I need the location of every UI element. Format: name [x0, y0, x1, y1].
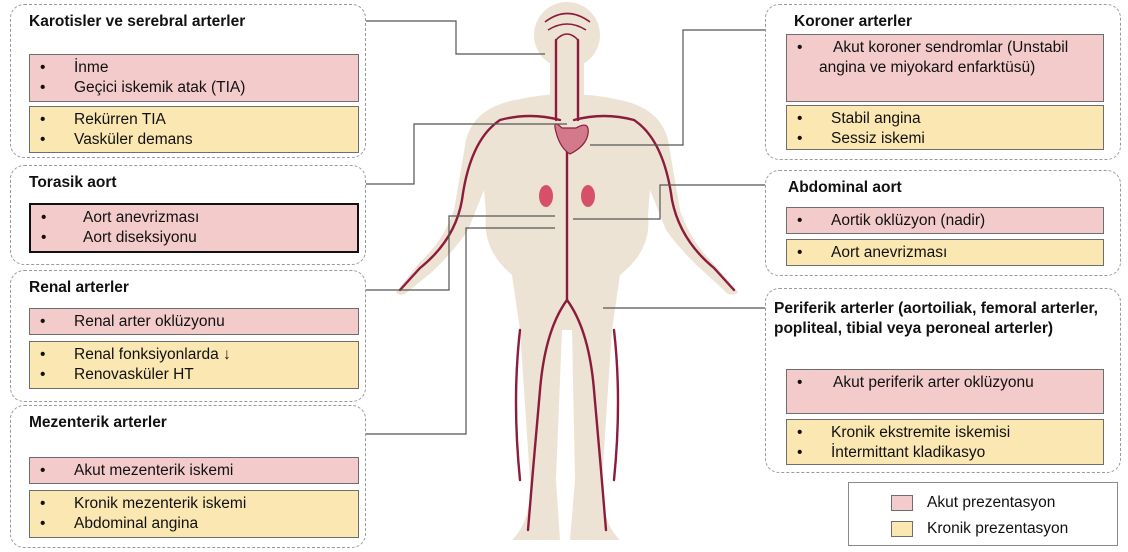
- acute-box: •Akut mezenterik iskemi: [29, 457, 359, 484]
- legend-swatch-acute: [891, 495, 913, 511]
- legend-swatch-chronic: [891, 521, 913, 537]
- list-item: •Akut koroner sendromlar (Unstabil angin…: [797, 38, 1097, 78]
- acute-box: •Aort anevrizması •Aort diseksiyonu: [29, 203, 359, 253]
- chronic-box: •Kronik mezenterik iskemi •Abdominal ang…: [29, 490, 359, 538]
- list-item: •Kronik ekstremite iskemisi: [797, 423, 1097, 443]
- group-title: Abdominal aort: [788, 178, 902, 198]
- list-item: •Akut mezenterik iskemi: [40, 461, 352, 481]
- group-title: Renal arterler: [29, 278, 129, 298]
- group-koroner: Koroner arterler •Akut koroner sendromla…: [765, 4, 1121, 160]
- list-item: •Abdominal angina: [40, 514, 352, 534]
- acute-box: •Akut periferik arter oklüzyonu: [786, 369, 1104, 414]
- list-item: •Aortik oklüzyon (nadir): [797, 211, 1097, 231]
- acute-box: •Akut koroner sendromlar (Unstabil angin…: [786, 34, 1104, 102]
- group-periferik: Periferik arterler (aortoiliak, femoral …: [765, 288, 1121, 473]
- chronic-box: •Renal fonksiyonlarda ↓ •Renovasküler HT: [29, 341, 359, 389]
- group-title: Koroner arterler: [794, 12, 912, 32]
- group-title: Mezenterik arterler: [29, 413, 167, 433]
- list-item: •Rekürren TIA: [40, 110, 352, 130]
- chronic-box: •Stabil angina •Sessiz iskemi: [786, 105, 1104, 150]
- acute-box: •İnme •Geçici iskemik atak (TIA): [29, 54, 359, 102]
- list-item: •Akut periferik arter oklüzyonu: [797, 373, 1097, 393]
- group-mezenterik: Mezenterik arterler •Akut mezenterik isk…: [10, 405, 366, 548]
- legend-label-chronic: Kronik prezentasyon: [927, 519, 1068, 539]
- chronic-box: •Aort anevrizması: [786, 239, 1104, 266]
- list-item: •Aort anevrizması: [797, 243, 1097, 263]
- list-item: •İnme: [40, 58, 352, 78]
- list-item: •Aort anevrizması: [41, 208, 351, 228]
- group-torasik: Torasik aort •Aort anevrizması •Aort dis…: [10, 165, 366, 265]
- list-item: •Geçici iskemik atak (TIA): [40, 78, 352, 98]
- chronic-box: •Rekürren TIA •Vasküler demans: [29, 106, 359, 153]
- list-item: •Sessiz iskemi: [797, 129, 1097, 149]
- legend-label-acute: Akut prezentasyon: [927, 493, 1055, 513]
- list-item: •İntermittant kladikasyo: [797, 443, 1097, 463]
- group-abdominal: Abdominal aort •Aortik oklüzyon (nadir) …: [765, 170, 1121, 276]
- chronic-box: •Kronik ekstremite iskemisi •İntermittan…: [786, 419, 1104, 465]
- group-title: Periferik arterler (aortoiliak, femoral …: [774, 299, 1104, 339]
- acute-box: •Aortik oklüzyon (nadir): [786, 207, 1104, 234]
- legend: Akut prezentasyon Kronik prezentasyon: [848, 482, 1118, 546]
- acute-box: •Renal arter oklüzyonu: [29, 308, 359, 335]
- list-item: •Stabil angina: [797, 109, 1097, 129]
- list-item: •Renal arter oklüzyonu: [40, 312, 352, 332]
- list-item: •Vasküler demans: [40, 130, 352, 150]
- list-item: •Renovasküler HT: [40, 365, 352, 385]
- group-karotis: Karotisler ve serebral arterler •İnme •G…: [10, 4, 366, 158]
- list-item: •Kronik mezenterik iskemi: [40, 494, 352, 514]
- group-renal: Renal arterler •Renal arter oklüzyonu •R…: [10, 270, 366, 402]
- group-title: Karotisler ve serebral arterler: [29, 12, 279, 32]
- list-item: •Aort diseksiyonu: [41, 228, 351, 248]
- list-item: •Renal fonksiyonlarda ↓: [40, 345, 352, 365]
- group-title: Torasik aort: [29, 173, 117, 193]
